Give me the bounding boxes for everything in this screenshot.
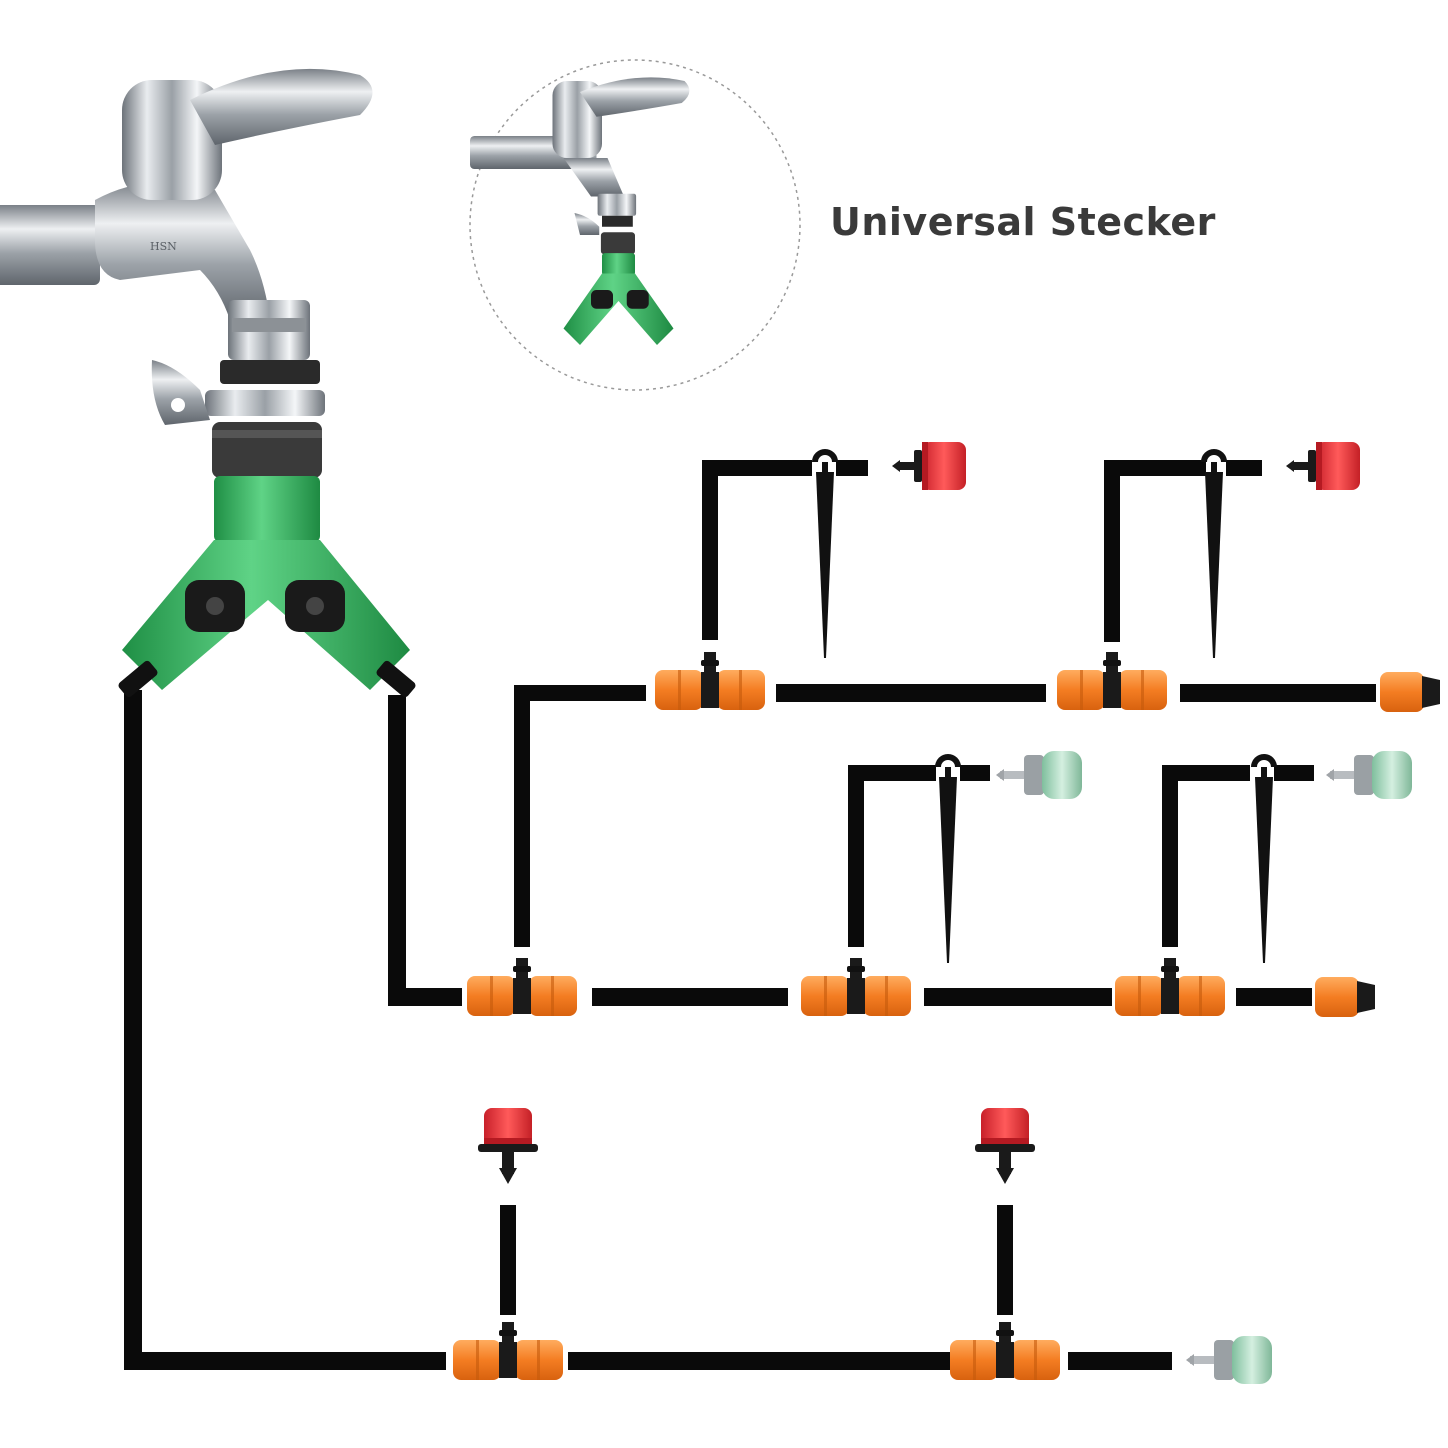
stake-4	[1254, 757, 1274, 963]
red-dripper-4	[975, 1108, 1035, 1184]
stake-3	[938, 757, 958, 963]
headline: Universal Stecker	[830, 200, 1216, 244]
end-plug-2	[1315, 977, 1375, 1017]
y-splitter-valve	[118, 360, 416, 698]
mint-emitter-3	[1186, 1336, 1272, 1384]
water-tap: HSN	[0, 68, 373, 360]
mint-emitter-1	[996, 751, 1082, 799]
end-plug-1	[1380, 672, 1440, 712]
tee-connector-4	[801, 958, 911, 1016]
tee-connector-3	[467, 958, 577, 1016]
red-dripper-1	[892, 442, 966, 490]
tee-connector-6	[453, 1322, 563, 1380]
inset-detail	[469, 59, 801, 391]
tee-connector-7	[950, 1322, 1060, 1380]
tee-connector-2	[1057, 652, 1167, 710]
tee-connector-5	[1115, 958, 1225, 1016]
stake-2	[1204, 452, 1224, 658]
tap-emblem: HSN	[150, 240, 177, 253]
stake-1	[815, 452, 835, 658]
red-dripper-3	[478, 1108, 538, 1184]
pipe-network	[124, 460, 1376, 1370]
tee-connector-1	[655, 652, 765, 710]
red-dripper-2	[1286, 442, 1360, 490]
mint-emitter-2	[1326, 751, 1412, 799]
